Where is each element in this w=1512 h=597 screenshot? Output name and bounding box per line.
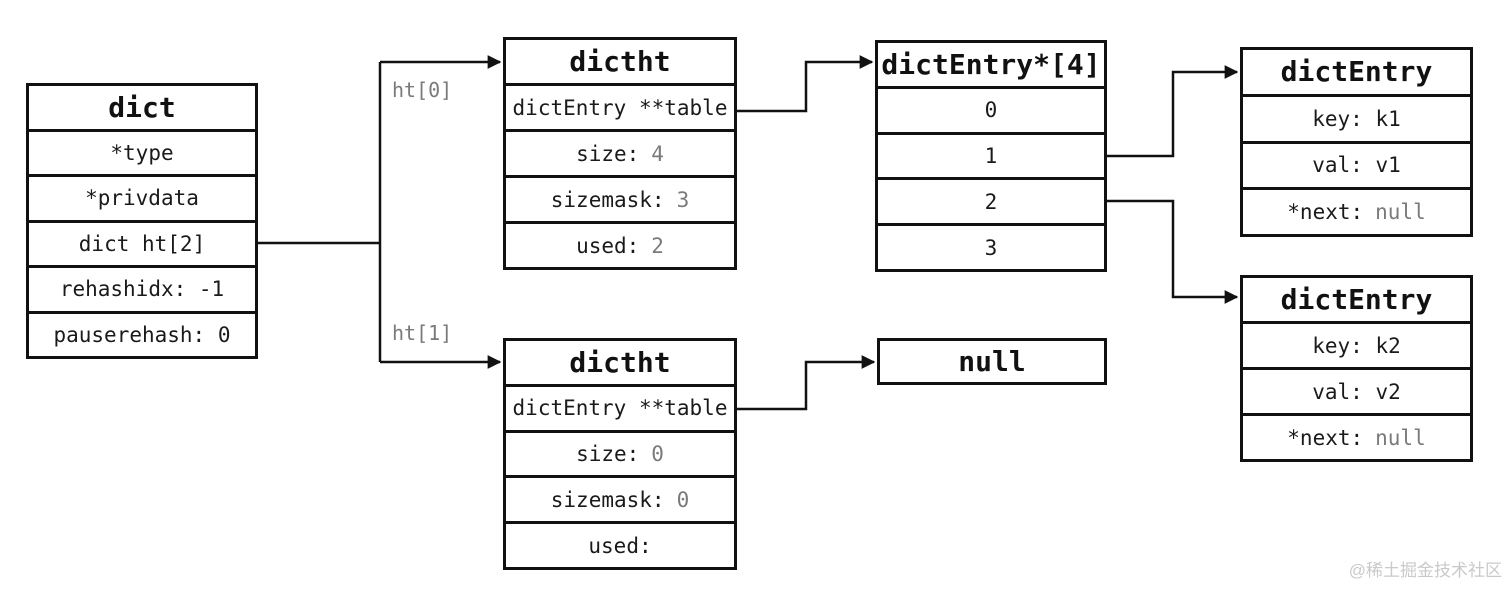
struct-row: *next:null (1243, 187, 1470, 234)
edge-label-ht0: ht[0] (392, 78, 453, 102)
struct-row: sizemask:0 (506, 475, 734, 521)
box-title: dictht (569, 45, 671, 78)
struct-row: val: v1 (1243, 140, 1470, 188)
struct-row: *type (29, 128, 255, 175)
struct-row: sizemask:3 (506, 175, 734, 221)
dictht0-box: dictht dictEntry **table size:4 sizemask… (503, 37, 737, 270)
array-slot-2: 2 (878, 177, 1104, 223)
struct-row: size:4 (506, 129, 734, 175)
box-title: dictht (569, 345, 671, 379)
box-title: dictEntry*[4] (881, 47, 1101, 81)
null-box: null (877, 338, 1107, 385)
struct-row: *next:null (1243, 413, 1470, 459)
edge-label-ht1: ht[1] (392, 321, 453, 345)
box-title: dictEntry (1280, 55, 1433, 89)
box-title: dict (108, 90, 176, 124)
struct-row: size:0 (506, 429, 734, 476)
struct-row: key: k2 (1243, 321, 1470, 367)
struct-row: used:2 (506, 221, 734, 267)
dict-entry-k2-box: dictEntry key: k2 val: v2 *next:null (1240, 275, 1473, 462)
box-title: null (958, 345, 1026, 378)
array-slot-0: 0 (878, 85, 1104, 132)
box-title: dictEntry (1280, 283, 1433, 316)
array-slot-3: 3 (878, 223, 1104, 269)
struct-row: rehashidx: -1 (29, 265, 255, 311)
dict-struct-box: dict *type *privdata dict ht[2] rehashid… (26, 83, 258, 359)
struct-row: dictEntry **table (506, 83, 734, 129)
arrow-table0-to-entry-array (737, 55, 874, 113)
watermark: @稀土掘金技术社区 (1348, 561, 1502, 580)
struct-row: pauserehash: 0 (29, 310, 255, 357)
struct-row: key: k1 (1243, 93, 1470, 141)
struct-row: used: (506, 521, 734, 567)
array-slot-1: 1 (878, 131, 1104, 178)
struct-row: dictEntry **table (506, 383, 734, 430)
dict-entry-k1-box: dictEntry key: k1 val: v1 *next:null (1240, 47, 1473, 237)
struct-row: *privdata (29, 174, 255, 220)
dict-entry-array-box: dictEntry*[4] 0 1 2 3 (875, 40, 1107, 272)
dictht1-box: dictht dictEntry **table size:0 sizemask… (503, 338, 737, 570)
arrow-slot1-to-dictentry-k1 (1107, 65, 1239, 158)
arrow-table1-to-null (737, 355, 876, 411)
arrow-slot2-to-dictentry-k2 (1107, 199, 1239, 304)
struct-row: val: v2 (1243, 367, 1470, 413)
struct-row: dict ht[2] (29, 219, 255, 266)
